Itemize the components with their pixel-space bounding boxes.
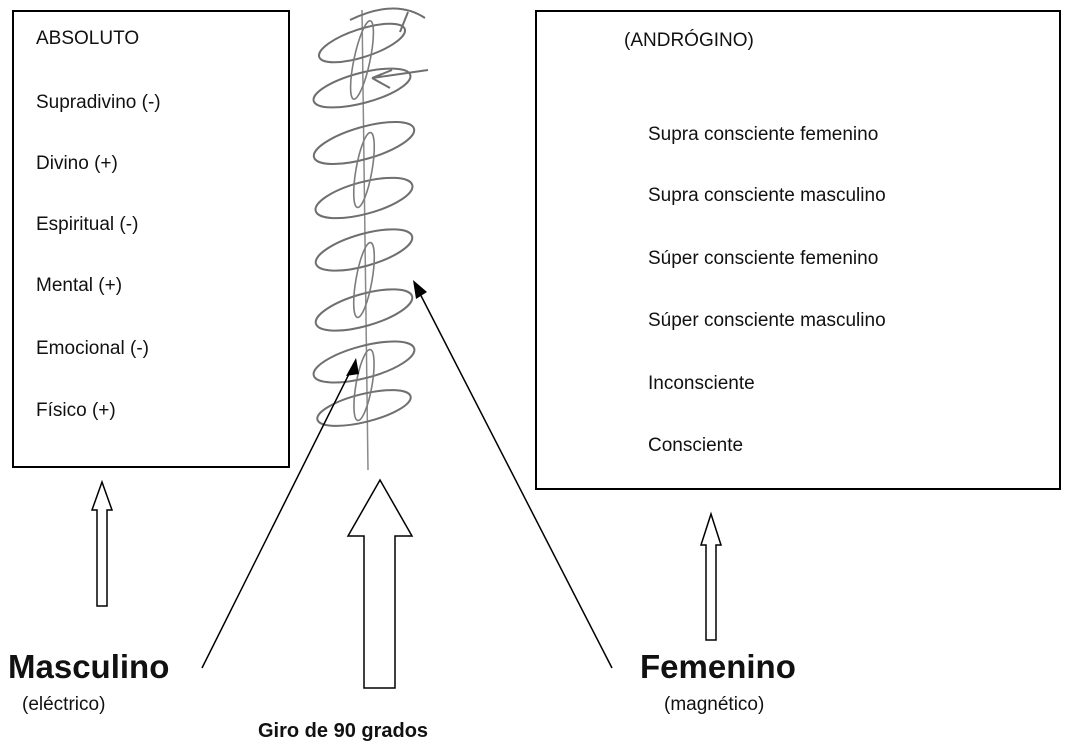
- top-scribble-curl: [349, 7, 426, 21]
- right-item-supra-masculino: Supra consciente masculino: [648, 185, 886, 206]
- right-up-arrow: [699, 511, 723, 641]
- left-item-divino: Divino (+): [36, 153, 118, 174]
- right-item-super-femenino: Súper consciente femenino: [648, 248, 879, 269]
- femenino-label: Femenino: [640, 648, 796, 685]
- femenino-pointer-head: [413, 280, 427, 299]
- androgino-title: (ANDRÓGINO): [624, 30, 754, 51]
- left-up-arrow: [90, 479, 114, 607]
- right-item-supra-femenino: Supra consciente femenino: [648, 124, 879, 145]
- absoluto-title: ABSOLUTO: [36, 28, 140, 49]
- masculino-label: Masculino: [8, 648, 170, 685]
- helix-inner-loops: [349, 20, 376, 422]
- absoluto-box: [12, 10, 290, 468]
- androgino-box: [535, 10, 1061, 490]
- giro-caption: Giro de 90 grados: [258, 720, 429, 742]
- left-item-supradivino: Supradivino (-): [36, 92, 161, 113]
- helix-spiral: [312, 22, 416, 427]
- masculino-pointer-line: [201, 359, 357, 669]
- right-item-super-masculino: Súper consciente masculino: [648, 310, 886, 331]
- right-item-consciente: Consciente: [648, 435, 744, 456]
- masculino-pointer-head: [346, 358, 359, 376]
- left-item-espiritual: Espiritual (-): [36, 214, 139, 235]
- right-item-inconsciente: Inconsciente: [648, 373, 755, 394]
- left-item-fisico: Físico (+): [36, 400, 116, 421]
- top-scribble-arrow: [371, 11, 429, 89]
- femenino-pointer-line: [414, 283, 613, 669]
- center-up-arrow: [346, 478, 414, 689]
- femenino-sublabel: (magnético): [664, 694, 765, 715]
- masculino-sublabel: (eléctrico): [22, 694, 106, 715]
- left-item-mental: Mental (+): [36, 275, 123, 296]
- left-item-emocional: Emocional (-): [36, 338, 149, 359]
